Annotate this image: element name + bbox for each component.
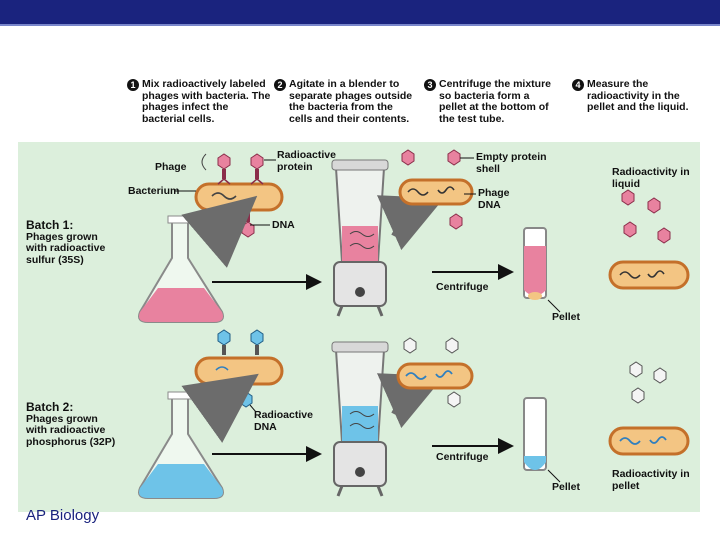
label-radio-pellet: Radioactivity in pellet: [612, 468, 690, 492]
label-centrifuge-2: Centrifuge: [436, 451, 489, 463]
test-tube-batch-1: [523, 227, 547, 300]
bacterium-separated-1: [398, 178, 474, 206]
step-1-text: Mix radioactively labeled phages with ba…: [142, 78, 271, 125]
blend-arrow-2: [376, 373, 444, 429]
batch-1-label: Batch 1: Phages grown with radioactive s…: [26, 218, 126, 266]
flask-batch-2: [138, 391, 224, 499]
empty-shell-icon: [403, 337, 461, 408]
phage-icon: [250, 153, 264, 185]
label-radioactive-protein: Radioactive protein: [277, 149, 336, 173]
label-dna: DNA: [272, 219, 295, 231]
empty-shell-icon: [401, 149, 463, 230]
bacterium-batch-1: [194, 182, 284, 212]
label-phage: Phage: [155, 161, 187, 173]
pellet-bacterium-2: [608, 426, 690, 456]
title-bar-divider: [0, 24, 720, 26]
batch-2-line-2: with radioactive: [26, 424, 106, 436]
step-1-number: 1: [127, 79, 139, 91]
label-radioactive-dna: Radioactive DNA: [254, 409, 313, 433]
batch-2-label: Batch 2: Phages grown with radioactive p…: [26, 400, 136, 448]
pellet-bacterium-1: [608, 260, 690, 290]
phage-bracket: [201, 153, 207, 171]
label-bacterium: Bacterium: [128, 185, 180, 197]
blender-batch-1: [331, 159, 389, 317]
batch-2-title: Batch 2:: [26, 400, 74, 414]
label-empty-shell: Empty protein shell: [476, 151, 547, 175]
grow-arrow-1: [181, 195, 258, 268]
phage-icon: [217, 153, 231, 185]
label-pellet-1: Pellet: [552, 311, 581, 323]
batch-2-line-1: Phages grown: [26, 412, 98, 425]
label-radio-liquid: Radioactivity in liquid: [612, 166, 690, 190]
flask-batch-1: [138, 215, 224, 323]
blender-batch-2: [331, 341, 389, 497]
blend-arrow-1: [376, 195, 444, 251]
step-4-number: 4: [572, 79, 584, 91]
batch-1-line-2: with radioactive: [26, 242, 106, 254]
step-3-number: 3: [424, 79, 436, 91]
step-3-text: Centrifuge the mixture so bacteria form …: [439, 78, 552, 125]
batch-1-line-3: sulfur (35S): [26, 253, 84, 266]
radioactive-shells-icon: [621, 189, 671, 244]
batch-1-title: Batch 1:: [26, 218, 74, 232]
light-shells-icon: [629, 361, 667, 404]
bacterium-separated-2: [396, 362, 474, 390]
step-2-number: 2: [274, 79, 286, 91]
phage-icon: [241, 211, 255, 238]
footer-course-title: AP Biology: [26, 507, 100, 524]
batch-1-line-1: Phages grown: [26, 230, 98, 243]
grow-arrow-2: [181, 373, 259, 443]
step-4-text: Measure the radioactivity in the pellet …: [587, 78, 689, 113]
pellet-leader-2: [547, 469, 561, 483]
title-bar: [0, 0, 720, 24]
label-phage-dna: Phage DNA: [478, 187, 510, 211]
label-pellet-2: Pellet: [552, 481, 581, 493]
test-tube-batch-2: [523, 397, 547, 471]
pellet-leader-1: [547, 299, 561, 313]
batch-2-line-3: phosphorus (32P): [26, 435, 116, 448]
bacterium-batch-2: [194, 356, 284, 386]
label-centrifuge-1: Centrifuge: [436, 281, 489, 293]
step-2-text: Agitate in a blender to separate phages …: [289, 78, 413, 125]
